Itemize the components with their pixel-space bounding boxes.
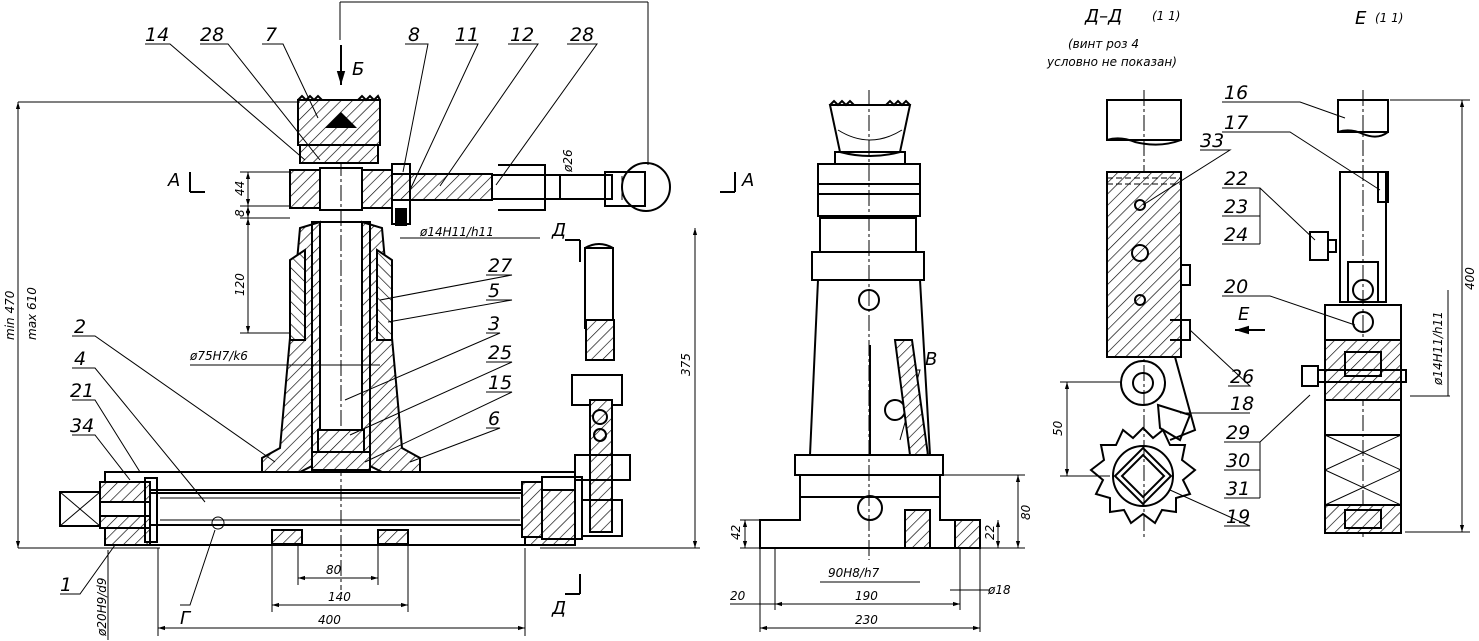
section-dd-title: Д–Д: [1084, 6, 1122, 27]
dim-d75: ø75H7/k6: [189, 349, 248, 363]
callout-24: 24: [1224, 224, 1248, 246]
dim-w230: 230: [855, 613, 878, 627]
view-label-a-left: А: [167, 170, 180, 191]
view-label-d-bottom: Д: [551, 598, 566, 619]
callout-labels: 14 28 7 8 11 12 28 27 5 3 25 15 6 2 4 21…: [60, 24, 1254, 596]
dim-w190: 190: [855, 589, 878, 603]
view-label-g: Г: [180, 608, 192, 629]
callout-6: 6: [488, 408, 500, 430]
callout-7: 7: [265, 24, 277, 46]
callout-5: 5: [488, 280, 500, 302]
view-e-scale: (1 1): [1375, 11, 1403, 25]
dim-h44: 44: [233, 181, 247, 196]
callout-31: 31: [1226, 478, 1250, 500]
callout-4: 4: [74, 348, 86, 370]
dim-h42: 42: [729, 525, 743, 540]
dim-h50: 50: [1051, 420, 1065, 436]
dim-h8: 8: [233, 209, 247, 217]
callout-2: 2: [74, 316, 86, 338]
dim-h375: 375: [679, 353, 693, 376]
view-e: [1301, 90, 1407, 540]
dim-fit90: 90H8/h7: [828, 566, 880, 580]
callout-18: 18: [1230, 393, 1254, 415]
callout-34: 34: [70, 415, 94, 437]
section-dd-scale: (1 1): [1152, 9, 1180, 23]
callout-17: 17: [1224, 112, 1248, 134]
callout-33: 33: [1200, 130, 1224, 152]
dim-d14-right: ø14H11/h11: [1431, 311, 1445, 386]
callout-11: 11: [455, 24, 479, 46]
view-label-e-arrow: Е: [1238, 304, 1250, 325]
dimension-labels: ø26 ø14H11/h11 ø14H11/h11 ø75H7/k6 ø20H9…: [3, 149, 1477, 637]
view-labels: Б А А Д Д В Г Е Д–Д (1 1) (винт роз 4 ус…: [167, 6, 1403, 629]
section-dd-view: [1089, 90, 1197, 540]
callout-19: 19: [1226, 506, 1250, 528]
dim-range-max: max 610: [25, 287, 39, 340]
dim-h22: 22: [983, 525, 997, 540]
callout-26: 26: [1230, 366, 1254, 388]
callout-12: 12: [510, 24, 534, 46]
callout-28-left: 28: [200, 24, 224, 46]
callout-21: 21: [70, 380, 94, 402]
section-dd-note-1: (винт роз 4: [1068, 37, 1139, 51]
callout-20: 20: [1224, 276, 1248, 298]
view-e-dimensions: [1390, 99, 1470, 533]
callout-8: 8: [408, 24, 420, 46]
dim-d26: ø26: [561, 149, 575, 173]
callout-28-right: 28: [570, 24, 594, 46]
view-e-title: Е: [1355, 8, 1367, 29]
leader-lines: [60, 43, 921, 606]
callout-25: 25: [488, 342, 512, 364]
dim-w400: 400: [318, 613, 341, 627]
dim-d14-top: ø14H11/h11: [419, 225, 494, 239]
dim-w20: 20: [730, 589, 746, 603]
dim-range-min: min 470: [3, 290, 17, 340]
side-view: [759, 90, 981, 560]
callout-27: 27: [488, 255, 512, 277]
dim-d18: ø18: [987, 583, 1011, 597]
dim-h80: 80: [1019, 504, 1033, 520]
callout-1: 1: [60, 574, 72, 596]
side-dimensions: [730, 474, 1025, 632]
view-label-b: Б: [352, 59, 364, 80]
view-label-d-top: Д: [551, 220, 566, 241]
callout-22: 22: [1224, 168, 1248, 190]
callout-14: 14: [145, 24, 169, 46]
dim-w80: 80: [326, 563, 342, 577]
view-label-a-right: А: [741, 170, 754, 191]
section-dd-dimensions: [1060, 325, 1265, 477]
view-e-leaders: [1142, 101, 1381, 527]
view-label-v: В: [925, 349, 937, 370]
dim-d20: ø20H9/d9: [95, 577, 109, 637]
main-section-view: [59, 94, 671, 590]
callout-16: 16: [1224, 82, 1248, 104]
callout-15: 15: [488, 372, 512, 394]
callout-23: 23: [1224, 196, 1248, 218]
callout-29: 29: [1226, 422, 1250, 444]
dim-h400: 400: [1463, 267, 1477, 290]
section-dd-note-2: условно не показан): [1046, 55, 1177, 69]
dim-h120: 120: [233, 273, 247, 296]
callout-30: 30: [1226, 450, 1250, 472]
dim-w140: 140: [328, 590, 351, 604]
main-dimensions: [15, 1, 736, 640]
callout-3: 3: [488, 313, 500, 335]
